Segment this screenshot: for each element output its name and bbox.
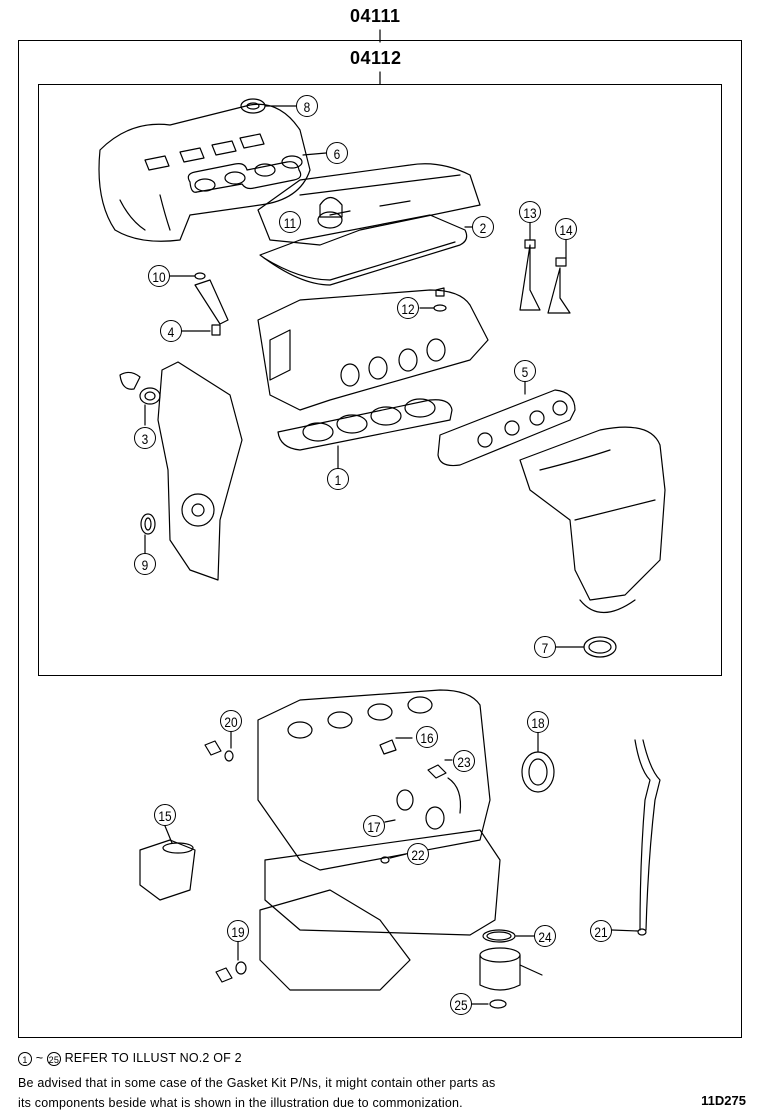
callout-22: 22 [407,843,429,865]
callout-1: 1 [327,468,349,490]
engine-block-drawing [257,689,501,991]
callout-13: 13 [519,201,541,223]
advisory-line-1: Be advised that in some case of the Gask… [18,1076,496,1090]
callout-6: 6 [326,142,348,164]
callout-18: 18 [527,711,549,733]
illustration-code: 11D275 [701,1093,746,1108]
callout-5: 5 [514,360,536,382]
callout-16: 16 [416,726,438,748]
callout-17: 17 [363,815,385,837]
callout-24: 24 [534,925,556,947]
callout-3: 3 [134,427,156,449]
callout-21: 21 [590,920,612,942]
cylinder-head-drawing [257,289,489,411]
callout-8: 8 [296,95,318,117]
callout-19: 19 [227,920,249,942]
refer-text: REFER TO ILLUST NO.2 OF 2 [64,1051,242,1065]
intake-gasket-drawing [187,161,302,193]
callout-11: 11 [279,211,301,233]
intake-manifold-drawing [98,103,311,242]
range-end-marker: 25 [46,1051,61,1066]
exhaust-manifold-drawing [519,426,666,613]
refer-note: 1 ~ 25 REFER TO ILLUST NO.2 OF 2 [18,1051,242,1066]
advisory-line-2: its components beside what is shown in t… [18,1096,463,1110]
callout-15: 15 [154,804,176,826]
range-start-marker: 1 [18,1051,32,1066]
callout-7: 7 [534,636,556,658]
sub-kit-part-number: 04112 [350,48,402,68]
head-gasket-drawing [277,399,453,451]
callout-23: 23 [453,750,475,772]
cam-cover-drawing [257,163,481,246]
callout-2: 2 [472,216,494,238]
callout-25: 25 [450,993,472,1015]
callout-12: 12 [397,297,419,319]
timing-cover-drawing [157,361,243,581]
callout-9: 9 [134,553,156,575]
callout-10: 10 [148,265,170,287]
callout-20: 20 [220,710,242,732]
callout-4: 4 [160,320,182,342]
kit-part-number: 04111 [350,6,401,26]
range-tilde: ~ [35,1051,44,1065]
callout-14: 14 [555,218,577,240]
oil-cap-drawing [317,211,343,229]
